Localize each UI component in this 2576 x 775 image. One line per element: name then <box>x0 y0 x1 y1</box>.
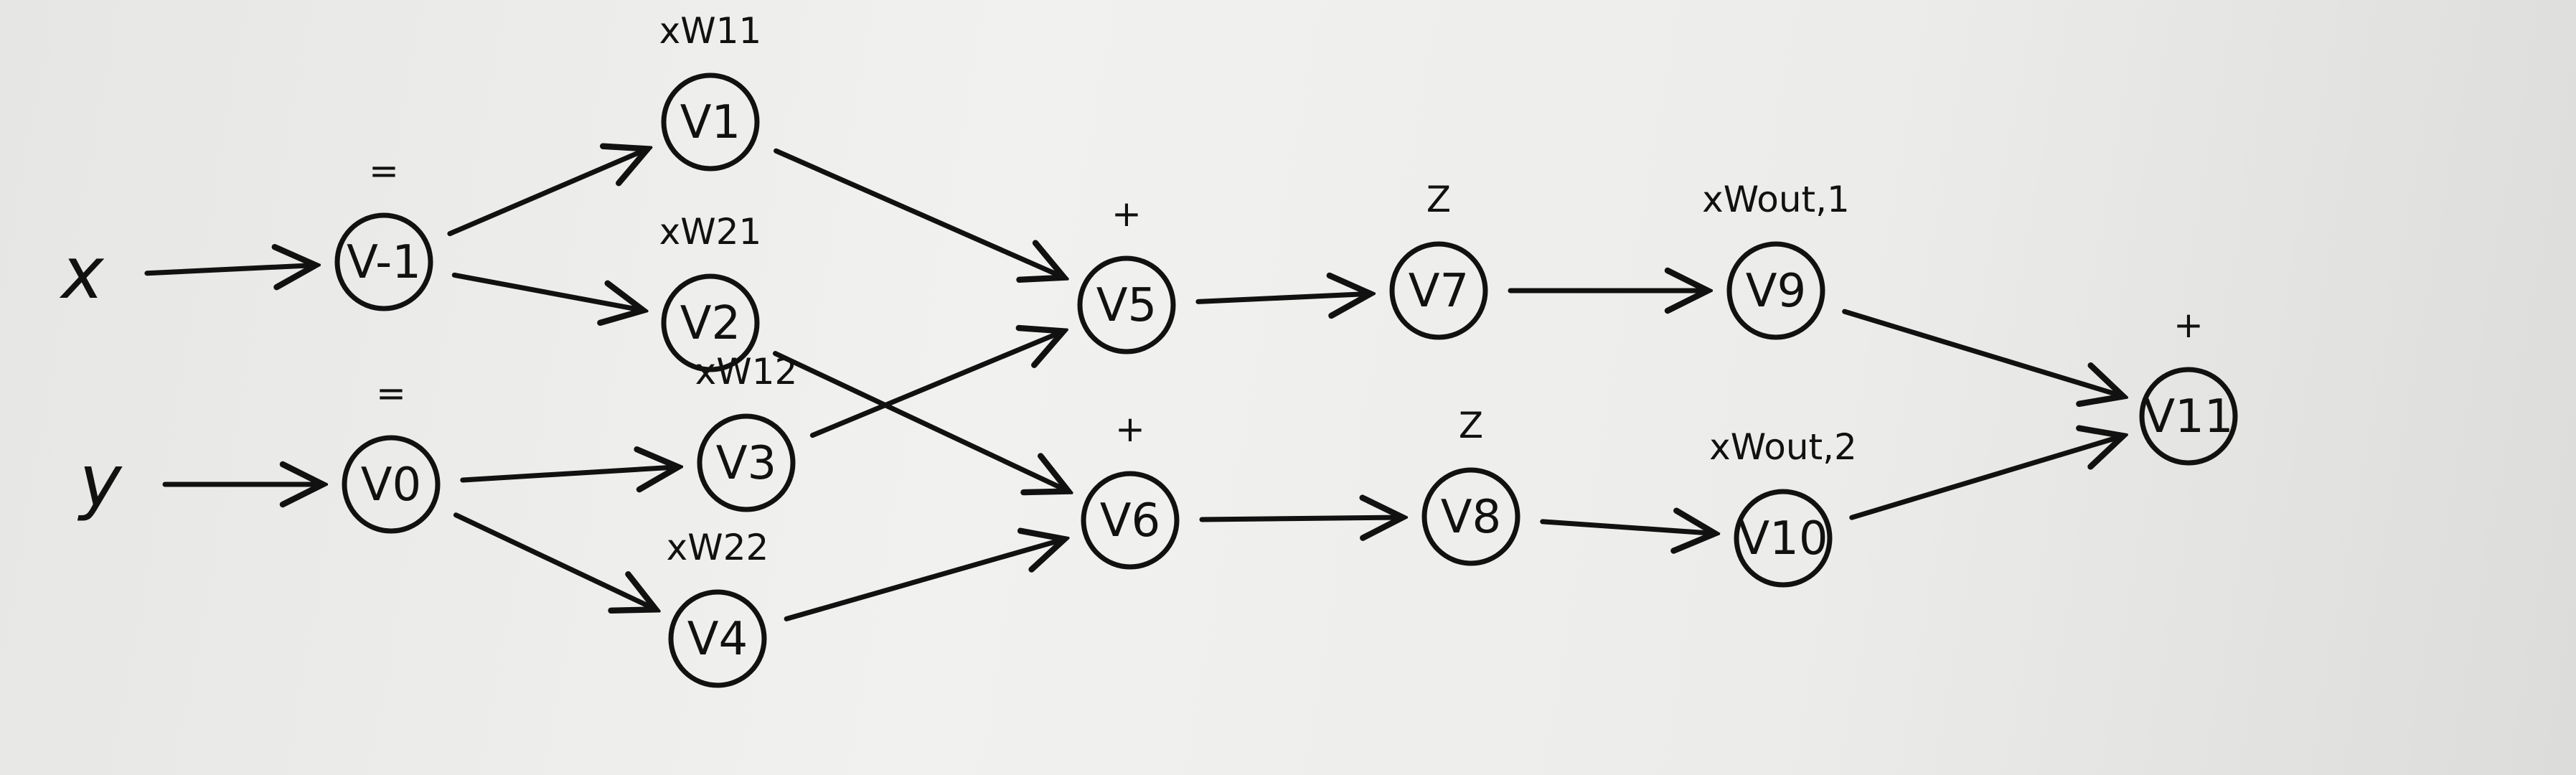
edge-v0-to-v3 <box>460 467 678 480</box>
edge-v9-to-v11 <box>1842 309 2123 396</box>
node-v11: V11 + <box>2139 304 2238 466</box>
edges-layer <box>144 148 2123 621</box>
node-v4: V4 xW22 <box>667 527 769 688</box>
node-v6-op: + <box>1115 408 1145 450</box>
node-v5: V5 + <box>1077 193 1176 354</box>
node-v6: V6 + <box>1081 408 1180 570</box>
node-vm1-op: = <box>369 150 399 192</box>
node-v8-circle <box>1421 467 1520 566</box>
edge-x-to-vm1 <box>144 266 316 273</box>
node-v1-label: V1 <box>680 96 741 149</box>
node-v2-label: V2 <box>680 297 741 350</box>
node-v11-op: + <box>2173 304 2204 346</box>
node-v2: V2 xW21 <box>659 211 762 372</box>
node-v6-circle <box>1081 471 1180 570</box>
node-v3: V3 xW12 <box>695 351 798 512</box>
node-v0-circle <box>342 435 441 534</box>
node-v6-label: V6 <box>1100 494 1161 548</box>
node-v4-label: V4 <box>687 613 748 666</box>
node-v7-label: V7 <box>1409 265 1470 318</box>
node-v7: V7 Z <box>1389 179 1488 340</box>
node-vm1: V-1 = <box>334 150 433 311</box>
node-v9: V9 xWout,1 <box>1702 179 1850 340</box>
node-v5-circle <box>1077 255 1176 354</box>
node-v8-op: Z <box>1459 405 1483 446</box>
node-v10-op: xWout,2 <box>1709 426 1857 468</box>
edge-v10-to-v11 <box>1849 436 2123 520</box>
edge-v5-to-v7 <box>1195 293 1371 301</box>
node-v3-op: xW12 <box>695 351 798 393</box>
edge-vm1-to-v2 <box>451 272 643 310</box>
edge-v3-to-v5 <box>809 331 1063 438</box>
node-v3-label: V3 <box>716 437 777 490</box>
node-v2-circle <box>661 273 760 372</box>
node-v8-label: V8 <box>1441 491 1502 544</box>
node-v4-circle <box>668 589 767 688</box>
edge-v0-to-v4 <box>453 512 656 610</box>
node-v11-label: V11 <box>2143 390 2233 443</box>
node-v7-op: Z <box>1426 179 1451 220</box>
edge-v8-to-v10 <box>1540 522 1715 534</box>
edge-v2-to-v6 <box>772 351 1068 492</box>
node-v8: V8 Z <box>1421 405 1520 566</box>
node-v1: V1 xW11 <box>659 10 762 172</box>
node-v11-circle <box>2139 367 2238 466</box>
edge-v6-to-v8 <box>1199 517 1403 520</box>
node-v2-op: xW21 <box>659 211 762 253</box>
node-v1-op: xW11 <box>659 10 762 52</box>
node-vm1-circle <box>334 212 433 311</box>
node-v9-circle <box>1726 241 1825 340</box>
edge-v1-to-v5 <box>774 148 1064 278</box>
node-v10: V10 xWout,2 <box>1709 426 1857 588</box>
nodes-layer: xyV-1=V0=V1xW11V2xW21V3xW12V4xW22V5+V6+V… <box>59 10 2238 688</box>
node-v0: V0 = <box>342 372 441 534</box>
input-y-label: y <box>77 439 123 523</box>
node-v7-circle <box>1389 241 1488 340</box>
node-v0-label: V0 <box>361 459 422 512</box>
edge-vm1-to-v1 <box>447 149 648 237</box>
node-v10-circle <box>1734 489 1833 588</box>
node-v9-op: xWout,1 <box>1702 179 1850 220</box>
input-x-label: x <box>59 231 105 315</box>
node-v5-label: V5 <box>1096 279 1157 332</box>
node-v9-label: V9 <box>1746 265 1807 318</box>
node-v5-op: + <box>1111 193 1142 235</box>
edge-v4-to-v6 <box>784 539 1065 621</box>
node-v3-circle <box>697 413 796 512</box>
node-v1-circle <box>661 72 760 172</box>
node-v0-op: = <box>376 372 406 414</box>
node-vm1-label: V-1 <box>347 236 421 289</box>
node-v4-op: xW22 <box>667 527 769 568</box>
node-v10-label: V10 <box>1738 512 1828 565</box>
